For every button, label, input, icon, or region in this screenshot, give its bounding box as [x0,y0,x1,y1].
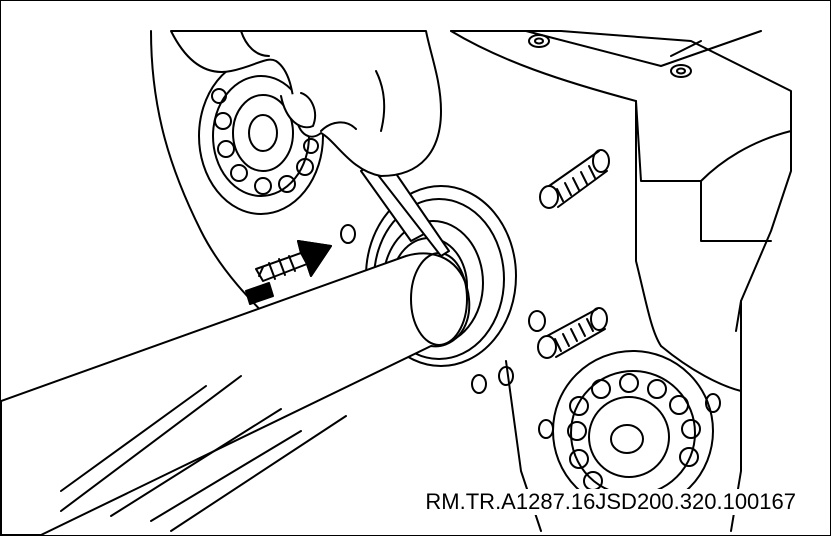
upper-stud [539,149,610,209]
input-shaft [1,252,471,535]
threaded-studs [537,149,610,359]
lower-stud [537,307,608,359]
figure-reference-code: RM.TR.A1287.16JSD200.320.100167 [423,489,798,515]
lower-bearing [552,350,714,512]
gearbox-housing [150,30,792,532]
insertion-direction-arrow-icon [245,240,332,305]
hand [170,30,442,177]
